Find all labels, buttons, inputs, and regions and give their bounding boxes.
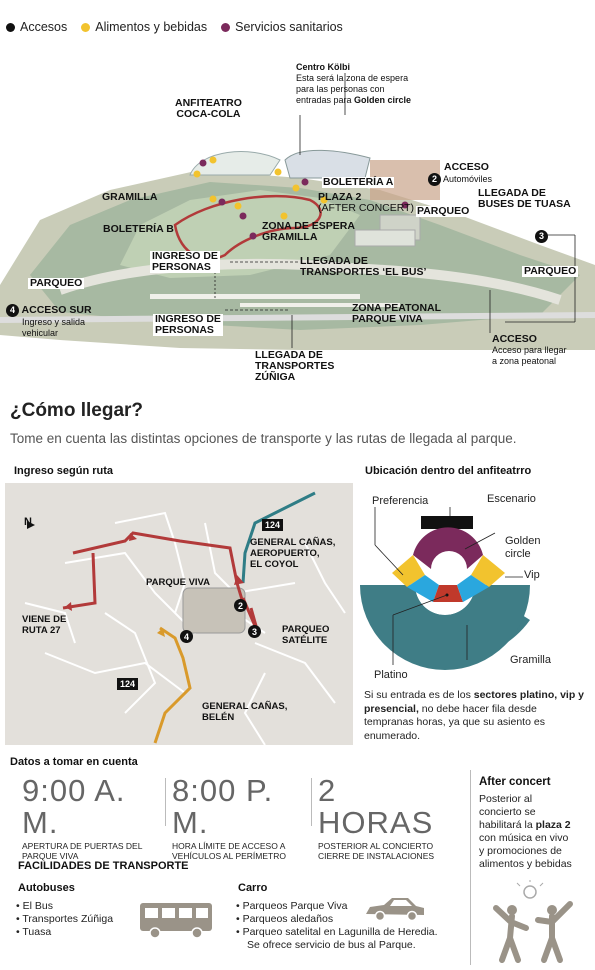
boleteria-b-label: BOLETERÍA B [103,223,174,235]
dato-apertura: 9:00 A. M. APERTURA DE PUERTAS DEL PARQU… [22,773,143,862]
parque-viva-label: PARQUE VIVA [146,577,211,588]
carro-title: Carro [238,882,268,894]
anfiteatro-label: ANFITEATRO COCA-COLA [175,97,242,120]
gramilla-label: GRAMILLA [102,191,158,203]
bus-icon [140,903,212,939]
zona-peatonal-label: ZONA PEATONAL PARQUE VIVA [352,302,442,325]
boleteria-a-label: BOLETERÍA A [322,176,395,188]
after-concert-box: After concert Posterior al concierto se … [479,776,572,870]
route-marker-3-icon: 3 [248,625,261,638]
acceso-3-number-icon: 3 [535,229,548,243]
acceso-2-number-icon: 2 [428,173,441,186]
viene-ruta-label: VIENE DE RUTA 27 [22,614,67,636]
ingreso-personas-1-label: INGRESO DE PERSONAS [150,250,220,273]
como-llegar-title: ¿Cómo llegar? [10,400,144,421]
preferencia-label: Preferencia [372,495,429,507]
acceso-4-number-icon: 4 [6,304,19,317]
route-map [5,483,353,745]
general-canas-bottom-label: GENERAL CAÑAS, BELÉN [202,701,288,723]
road-124-bottom-badge: 124 [117,678,139,690]
map-markers [193,156,409,240]
dato-limite: 8:00 P. M. HORA LÍMITE DE ACCESO A VEHÍC… [172,773,286,862]
list-item: • Parqueos Parque Viva [236,900,348,912]
list-item: • Tuasa [16,926,52,938]
platino-label: Platino [374,669,408,681]
dato-cierre: 2 HORAS POSTERIOR AL CONCIERTO CIERRE DE… [318,773,435,862]
carro-list: • Parqueos Parque Viva • Parqueos aledañ… [236,900,468,952]
acceso-3-marker: 3 [535,226,548,244]
escenario-label: Escenario [487,493,536,505]
after-divider [470,770,471,965]
road-124-top-badge: 124 [262,519,284,531]
dato-divider-2 [311,778,312,826]
autobuses-title: Autobuses [18,882,75,894]
facilidades-title: FACILIDADES DE TRANSPORTE [18,860,189,872]
autobuses-list: • El Bus • Transportes Zúñiga • Tuasa [16,900,113,939]
parqueo-satelite-label: PARQUEO SATÉLITE [282,624,330,646]
list-item: • Parqueos aledaños [236,913,334,925]
list-item: • Parqueo satelital en Lagunilla de Here… [236,926,438,938]
list-item: • Transportes Zúñiga [16,913,114,925]
como-llegar-subtitle: Tome en cuenta las distintas opciones de… [10,431,517,446]
llegada-bus-label: LLEGADA DE TRANSPORTES ‘EL BUS’ [300,255,427,278]
ingreso-personas-2-label: INGRESO DE PERSONAS [153,313,223,336]
legend-item-accesos: Accesos [6,20,67,34]
legend-item-sanitarios: Servicios sanitarios [221,20,343,34]
north-label: N [24,516,32,528]
parqueo-far-right-label: PARQUEO [522,265,579,277]
general-canas-top-label: GENERAL CAÑAS, AEROPUERTO, EL COYOL [250,537,336,570]
llegada-zuniga-label: LLEGADA DE TRANSPORTES ZÚÑIGA [255,349,335,383]
gramilla-seat-label: Gramilla [510,654,551,666]
car-icon [366,898,424,922]
route-map-title: Ingreso según ruta [14,465,114,477]
anfiteatro-title: Ubicación dentro del anfiteatrro [365,465,532,477]
plaza2-label: PLAZA 2 (AFTER CONCERT) [318,191,415,214]
llegada-tuasa-label: LLEGADA DE BUSES DE TUASA [478,187,571,210]
centro-kolbi-label: Centro Kölbi Esta será la zona de espera… [296,62,412,105]
sanitarios-dot-icon [221,22,231,32]
anfiteatro-note: Si su entrada es de los sectores platino… [364,689,585,742]
acceso-sur-label: 4 ACCESO SUR Ingreso y salida vehicular [6,304,92,339]
list-item: • El Bus [16,900,53,912]
seating-diagram [360,507,530,670]
vip-label: Vip [524,569,540,581]
route-marker-2-icon: 2 [234,599,247,612]
legend: Accesos Alimentos y bebidas Servicios sa… [6,20,343,34]
parqueo-left-label: PARQUEO [28,277,85,289]
golden-circle-label: Golden circle [505,535,541,560]
legend-item-alimentos: Alimentos y bebidas [81,20,207,34]
accesos-dot-icon [6,22,15,32]
route-marker-4-icon: 4 [180,630,193,643]
dancing-people-icon [493,880,573,963]
acceso-peatonal-label: ACCESO Acceso para llegar a zona peatona… [492,333,567,367]
dato-divider-1 [165,778,166,826]
zona-espera-label: ZONA DE ESPERA GRAMILLA [262,220,355,243]
acceso-2-label: ACCESO 2 Automóviles [428,162,492,186]
alimentos-dot-icon [81,22,91,32]
parqueo-right-label: PARQUEO [416,205,471,217]
datos-title: Datos a tomar en cuenta [10,756,138,768]
